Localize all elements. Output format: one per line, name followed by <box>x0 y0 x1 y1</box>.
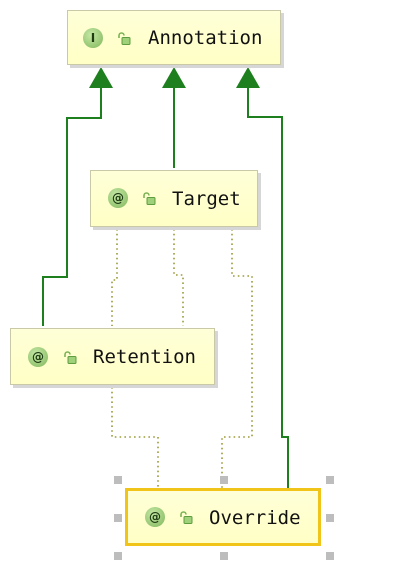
node-override[interactable]: @ Override <box>125 488 321 546</box>
node-target[interactable]: @ Target <box>90 170 258 227</box>
public-lock-icon <box>64 351 77 364</box>
solid-edges <box>42 88 289 488</box>
edge-override-to-annotation <box>247 88 289 488</box>
resize-handle-top-center[interactable] <box>220 476 228 484</box>
annotation-icon: @ <box>28 347 48 367</box>
resize-handle-bottom-right[interactable] <box>326 552 334 560</box>
interface-icon: I <box>83 28 103 48</box>
edge-target-to-override <box>221 229 253 488</box>
arrowheads <box>89 67 260 88</box>
edge-retention-to-annotation <box>42 88 102 326</box>
node-label: Annotation <box>148 27 263 49</box>
resize-handle-bottom-left[interactable] <box>114 552 122 560</box>
annotation-icon: @ <box>145 507 165 527</box>
public-lock-icon <box>180 511 193 524</box>
resize-handle-middle-right[interactable] <box>326 514 334 522</box>
resize-handle-middle-left[interactable] <box>114 514 122 522</box>
node-label: Target <box>172 188 241 210</box>
arrowhead-1 <box>89 67 113 88</box>
arrowhead-3 <box>236 67 260 88</box>
public-lock-icon <box>118 32 131 45</box>
arrowhead-2 <box>162 67 186 88</box>
resize-handle-top-left[interactable] <box>114 476 122 484</box>
annotation-icon: @ <box>108 188 128 208</box>
edge-retention-to-override <box>111 387 159 488</box>
public-lock-icon <box>143 192 156 205</box>
edge-target-to-retention-2 <box>173 229 184 326</box>
node-label: Override <box>209 507 301 529</box>
node-label: Retention <box>93 346 196 368</box>
dotted-edges <box>111 229 253 488</box>
edge-target-to-retention <box>111 229 118 326</box>
resize-handle-bottom-center[interactable] <box>220 552 228 560</box>
node-retention[interactable]: @ Retention <box>10 328 215 385</box>
resize-handle-top-right[interactable] <box>326 476 334 484</box>
node-annotation[interactable]: I Annotation <box>67 10 281 65</box>
